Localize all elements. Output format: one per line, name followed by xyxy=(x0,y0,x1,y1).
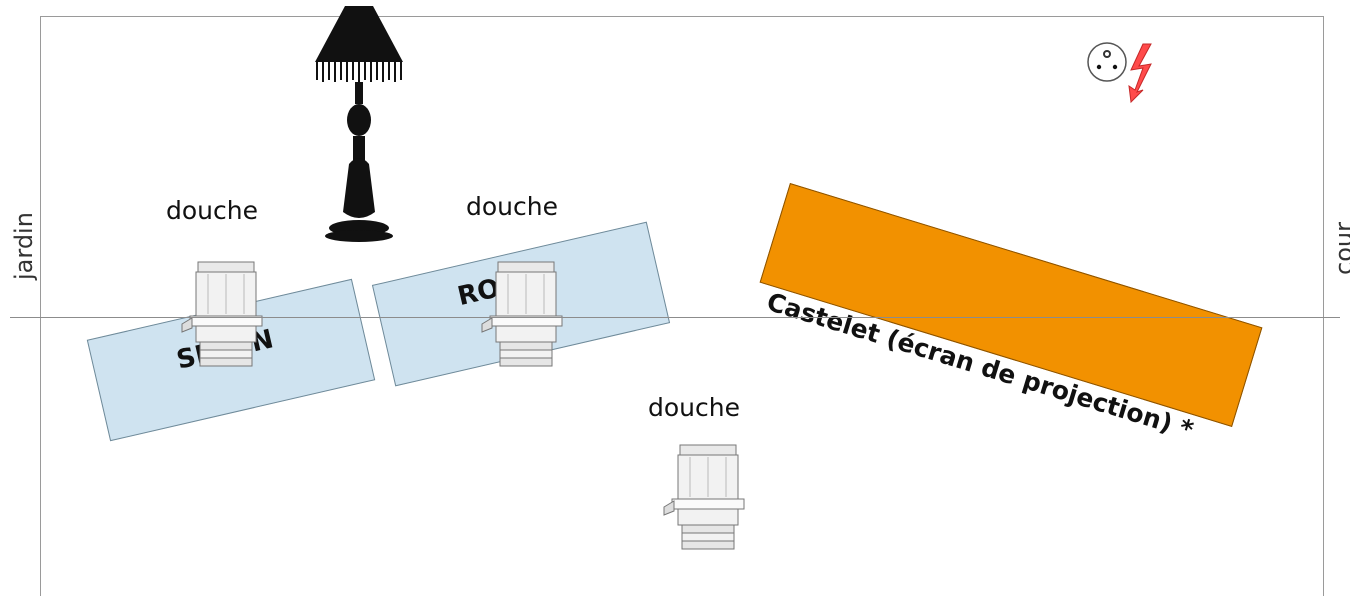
side-label-cour: cour xyxy=(1330,222,1350,275)
side-label-jardin: jardin xyxy=(10,212,38,280)
douche-label-left: douche xyxy=(166,196,258,225)
spotlight-icon xyxy=(478,261,563,372)
stage-outline xyxy=(40,16,1324,596)
douche-label-bottom: douche xyxy=(648,393,740,422)
douche-label-middle: douche xyxy=(466,192,558,221)
power-outlet-icon xyxy=(1085,40,1170,105)
stage-center-line xyxy=(10,317,1340,318)
spotlight-icon xyxy=(178,261,263,372)
floor-lamp-icon xyxy=(305,2,413,244)
spotlight-icon xyxy=(660,444,745,555)
